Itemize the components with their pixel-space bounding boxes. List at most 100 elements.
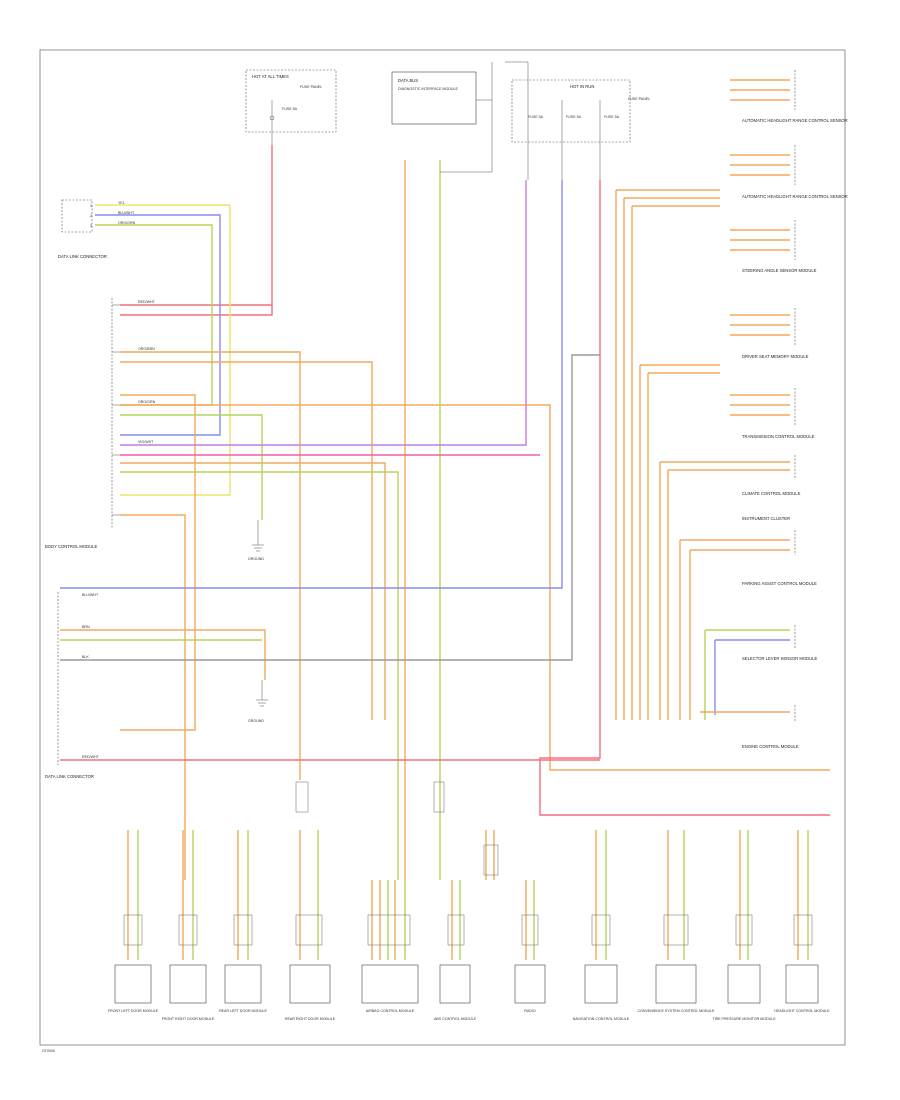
wire-red-ecm xyxy=(539,180,830,816)
footer-code: OT0000 xyxy=(42,1049,55,1053)
wire-right-bus-2 xyxy=(623,197,720,720)
left-wire-blue: BLU/WHT xyxy=(118,211,135,215)
right-module-2: STEERING ANGLE SENSOR MODULE xyxy=(742,268,817,273)
main-module-pins xyxy=(112,304,120,516)
bottom-module-8: CONVENIENCE SYSTEM CONTROL MODULE xyxy=(638,1009,716,1013)
fuse-left-icon xyxy=(269,115,275,121)
gateway-ground-icon xyxy=(256,680,268,707)
wire-right-lo-4 xyxy=(689,549,790,720)
wire-orange-5 xyxy=(120,462,386,720)
wire-orange-6 xyxy=(120,514,186,880)
bottom-module-4: AIRBAG CONTROL MODULE xyxy=(366,1009,415,1013)
gateway-wire-blue: BLU/WHT xyxy=(82,593,99,597)
wire-violet xyxy=(120,180,527,446)
left-connector-pin-3: 3 xyxy=(90,224,92,228)
fuse-right-a: FUSE 5A xyxy=(528,115,544,119)
bottom-module-2: REAR LEFT DOOR MODULE xyxy=(219,1009,267,1013)
main-module-ground: GROUND xyxy=(248,557,264,561)
wire-right-mid-2 xyxy=(647,372,720,720)
bottom-modules: FRONT LEFT DOOR MODULE FRONT RIGHT DOOR … xyxy=(108,964,830,1021)
wire-right-lo-2 xyxy=(667,469,790,720)
fuse-box-right: HOT IN RUN FUSE 5A FUSE 5A FUSE 5A FUSE … xyxy=(505,61,650,180)
wire-right-lo-3 xyxy=(679,539,790,720)
wire-green-1 xyxy=(120,414,263,520)
right-module-1: AUTOMATIC HEADLIGHT RANGE CONTROL SENSOR xyxy=(742,194,848,199)
right-module-4: TRANSMISSION CONTROL MODULE xyxy=(742,434,815,439)
bottom-module-box-2 xyxy=(224,964,262,1004)
right-module-8: SELECTOR LEVER SENSOR MODULE xyxy=(742,656,818,661)
bottom-module-box-3 xyxy=(289,964,331,1004)
wire-layer xyxy=(60,79,830,960)
gateway-wire-black: BLK xyxy=(82,655,89,659)
main-wire-red: RED/WHT xyxy=(138,300,156,304)
wire-right-bus-1 xyxy=(615,189,720,720)
bottom-module-6: RADIO xyxy=(524,1009,536,1013)
fuse-box-left-label: FUSE PANEL xyxy=(300,85,322,89)
wire-gw-1 xyxy=(60,629,266,680)
bottom-module-box-1 xyxy=(169,964,207,1004)
bottom-module-7: NAVIGATION CONTROL MODULE xyxy=(573,1017,630,1021)
gateway-wire-brown: BRN xyxy=(82,625,90,629)
center-module: DATA BUS DIAGNOSTIC INTERFACE MODULE xyxy=(391,62,493,173)
diagram-frame xyxy=(39,49,846,1046)
left-wire-yellow: YEL xyxy=(118,201,125,205)
bottom-module-box-8 xyxy=(655,964,697,1004)
wire-orange-3 xyxy=(120,394,196,731)
gateway-label: DATA LINK CONNECTOR xyxy=(45,774,94,779)
bottom-module-1: FRONT RIGHT DOOR MODULE xyxy=(162,1017,215,1021)
left-connector-pin-1: 1 xyxy=(90,204,92,208)
bottom-module-9: TIRE PRESSURE MONITOR MODULE xyxy=(712,1017,776,1021)
right-module-5: CLIMATE CONTROL MODULE xyxy=(742,491,801,496)
wire-blue xyxy=(60,180,563,589)
inline-connectors xyxy=(123,781,813,946)
bottom-drops xyxy=(127,830,809,960)
fuse-box-left: HOT AT ALL TIMES FUSE 5A FUSE PANEL xyxy=(245,69,337,145)
bottom-module-box-10 xyxy=(785,964,819,1004)
fuse-right-b: FUSE 5A xyxy=(566,115,582,119)
left-wire-green: ORG/GRN xyxy=(118,221,136,225)
left-connector-label: DATA LINK CONNECTOR xyxy=(58,254,107,259)
bottom-module-0: FRONT LEFT DOOR MODULE xyxy=(108,1009,159,1013)
wire-yellow-dlc xyxy=(95,204,231,496)
bottom-module-box-0 xyxy=(114,964,152,1004)
ground-icon xyxy=(252,520,264,552)
bottom-module-5: ABS CONTROL MODULE xyxy=(434,1017,477,1021)
center-module-title: DATA BUS xyxy=(398,78,418,83)
gateway-wire-red: RED/WHT xyxy=(82,755,100,759)
gateway-ground: GROUND xyxy=(248,719,264,723)
bottom-module-box-5 xyxy=(439,964,471,1004)
fuse-box-right-label: FUSE PANEL xyxy=(628,97,650,101)
main-wire-violet: VIO/WHT xyxy=(138,440,154,444)
right-module-7: PARKING ASSIST CONTROL MODULE xyxy=(742,581,817,586)
wire-blue-dlc xyxy=(95,214,221,436)
right-module-6: INSTRUMENT CLUSTER xyxy=(742,516,790,521)
fuse-box-right-title: HOT IN RUN xyxy=(570,84,594,89)
right-module-0: AUTOMATIC HEADLIGHT RANGE CONTROL SENSOR xyxy=(742,118,848,123)
wire-stubs-right xyxy=(730,79,790,416)
left-connector: 1 2 3 DATA LINK CONNECTOR YEL BLU/WHT OR… xyxy=(58,199,136,259)
fuse-left-label: FUSE 5A xyxy=(282,107,298,111)
bottom-module-box-4 xyxy=(361,964,419,1004)
wire-right-sel-2 xyxy=(714,639,790,715)
right-module-3: DRIVER SEAT MEMORY MODULE xyxy=(742,354,809,359)
bottom-module-box-6 xyxy=(514,964,546,1004)
wire-right-bus-3 xyxy=(631,205,720,720)
right-module-9: ENGINE CONTROL MODULE xyxy=(742,744,799,749)
bottom-module-box-7 xyxy=(584,964,618,1004)
main-module: RED/WHT ORG/BRN ORG/GRN VIO/WHT BODY CON… xyxy=(45,298,264,561)
center-module-subtitle: DIAGNOSTIC INTERFACE MODULE xyxy=(398,87,459,91)
main-wire-green: ORG/GRN xyxy=(138,400,156,404)
wire-red-feed-2 xyxy=(120,305,273,316)
wire-right-mid-1 xyxy=(639,364,720,720)
wire-right-sel-1 xyxy=(704,629,790,720)
wire-green-2 xyxy=(120,471,399,880)
wire-gw-3 xyxy=(60,354,600,661)
wire-orange-2 xyxy=(120,361,373,720)
fuse-right-c: FUSE 5A xyxy=(604,115,620,119)
bottom-module-box-9 xyxy=(727,964,761,1004)
fuse-box-left-title: HOT AT ALL TIMES xyxy=(252,74,289,79)
gateway: BLU/WHT BRN BLK RED/WHT DATA LINK CONNEC… xyxy=(45,592,268,779)
bottom-module-3: REAR RIGHT DOOR MODULE xyxy=(285,1017,336,1021)
right-modules: AUTOMATIC HEADLIGHT RANGE CONTROL SENSOR… xyxy=(742,70,848,749)
